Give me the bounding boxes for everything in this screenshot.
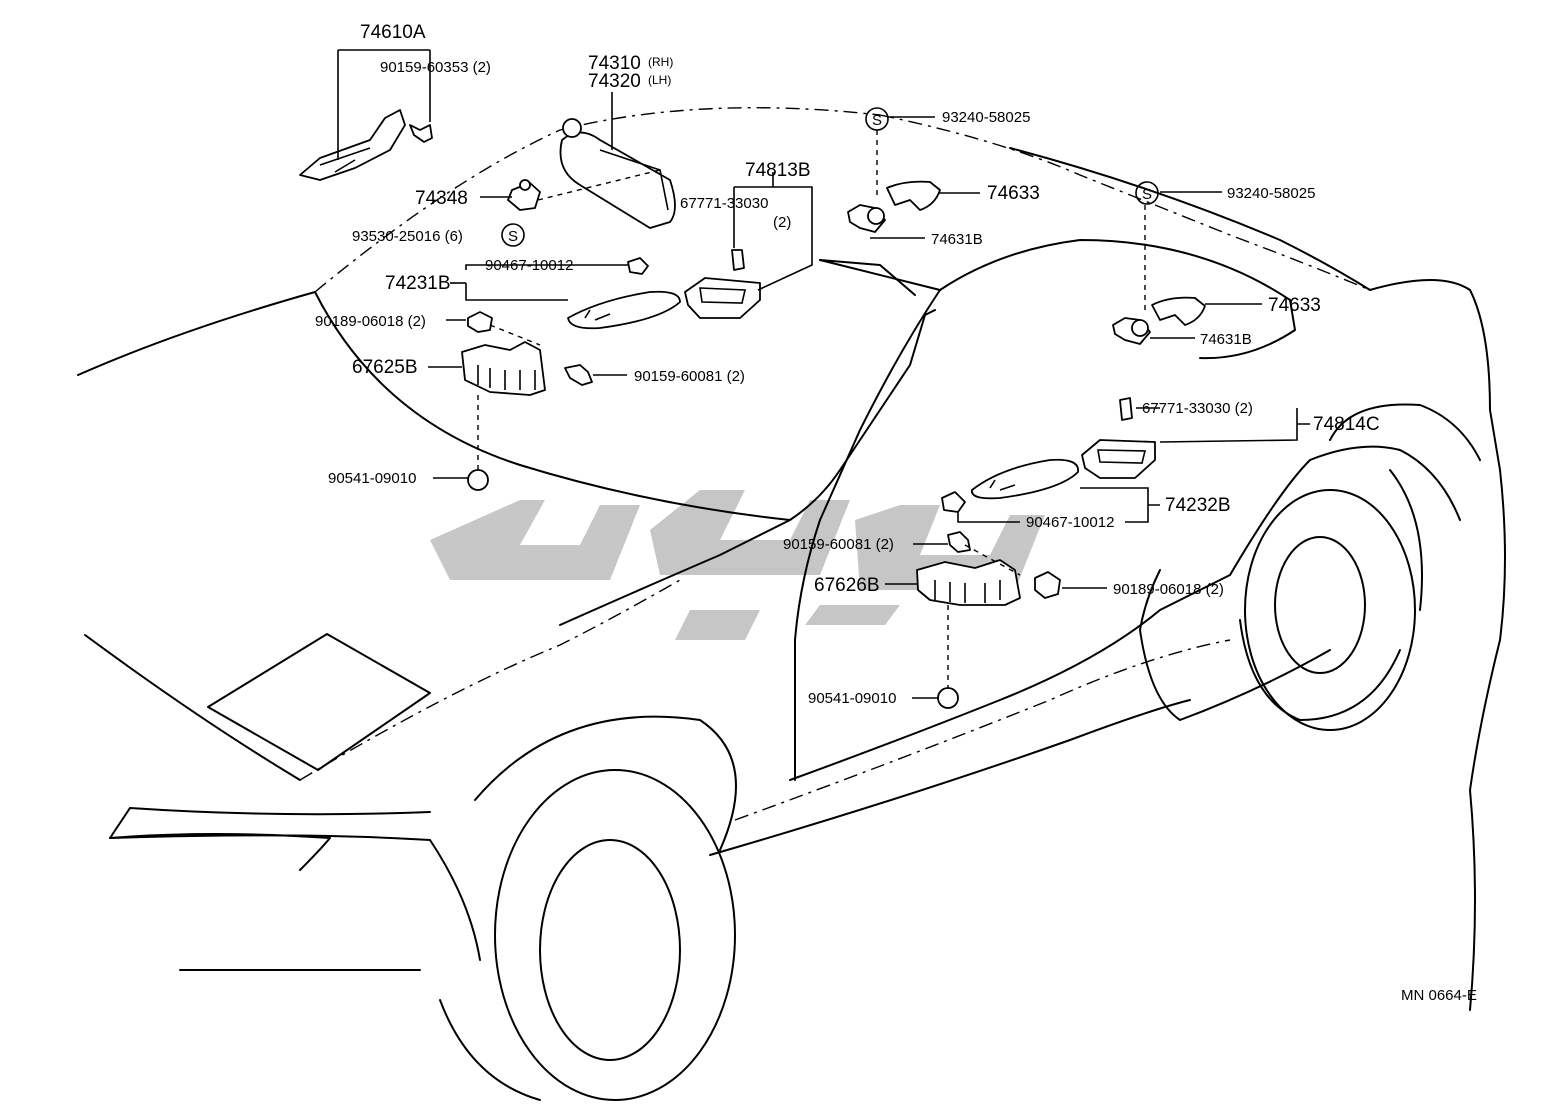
label-90467-10012-front: 90467-10012 xyxy=(485,257,573,274)
label-74633-rear: 74633 xyxy=(1268,295,1321,316)
s-symbol-93240-front: S xyxy=(865,107,889,131)
bracket-67626B xyxy=(916,531,1061,709)
visor-holder-74633-front xyxy=(847,130,941,233)
s-symbol-93240-rear: S xyxy=(1135,181,1159,205)
label-90189-06018-rear: 90189-06018 (2) xyxy=(1113,581,1224,598)
label-67626B: 67626B xyxy=(814,575,880,596)
label-74310: 74310 xyxy=(588,53,641,74)
label-67625B: 67625B xyxy=(352,357,418,378)
leader-lines xyxy=(337,49,1310,699)
label-74320: 74320 xyxy=(588,71,641,92)
car-body-outline xyxy=(77,107,1506,1101)
label-67771-33030-rear: 67771-33030 (2) xyxy=(1142,400,1253,417)
s-symbol-text: S xyxy=(1142,186,1152,203)
label-67771-33030-front-qty: (2) xyxy=(773,214,791,231)
label-74814C: 74814C xyxy=(1313,414,1380,435)
bracket-67625B xyxy=(461,311,593,491)
s-symbol-text: S xyxy=(872,112,882,129)
label-90189-06018-front: 90189-06018 (2) xyxy=(315,313,426,330)
sun-visor-74310 xyxy=(537,118,676,229)
visor-holder-74633-rear xyxy=(1112,205,1206,345)
label-74320-note: (LH) xyxy=(648,73,671,87)
label-74631B-rear: 74631B xyxy=(1200,331,1252,348)
visor-holder-74348 xyxy=(507,179,541,211)
vanity-lamp-front xyxy=(567,249,761,330)
label-74231B: 74231B xyxy=(385,273,451,294)
label-74610A: 74610A xyxy=(360,22,426,43)
diagram-reference-code: MN 0664-E xyxy=(1401,987,1477,1004)
vanity-lamp-rear xyxy=(941,397,1156,513)
label-74813B: 74813B xyxy=(745,160,811,181)
label-74633-front: 74633 xyxy=(987,183,1040,204)
label-90541-09010-rear: 90541-09010 xyxy=(808,690,896,707)
label-93240-58025-rear: 93240-58025 xyxy=(1227,185,1315,202)
label-67771-33030-front: 67771-33030 xyxy=(680,195,768,212)
label-74348: 74348 xyxy=(415,188,468,209)
label-74631B-front: 74631B xyxy=(931,231,983,248)
label-90159-60081-front: 90159-60081 (2) xyxy=(634,368,745,385)
label-93240-58025-front: 93240-58025 xyxy=(942,109,1030,126)
label-74232B: 74232B xyxy=(1165,495,1231,516)
callout-labels: 74610A 90159-60353 (2) 74310 (RH) 74320 … xyxy=(315,22,1477,1004)
label-90541-09010-front: 90541-09010 xyxy=(328,470,416,487)
label-90467-10012-rear: 90467-10012 xyxy=(1026,514,1114,531)
label-90159-60353: 90159-60353 (2) xyxy=(380,59,491,76)
s-symbol-93530: S xyxy=(501,223,525,247)
assist-grip-74610A xyxy=(299,76,433,181)
s-symbol-text: S xyxy=(508,228,518,245)
label-74310-note: (RH) xyxy=(648,55,673,69)
label-90159-60081-rear: 90159-60081 (2) xyxy=(783,536,894,553)
label-93530-25016: 93530-25016 (6) xyxy=(352,228,463,245)
